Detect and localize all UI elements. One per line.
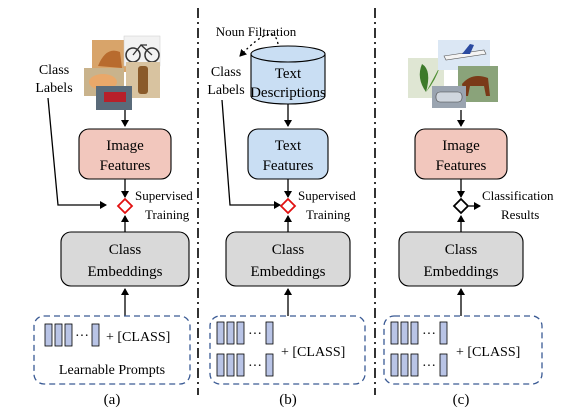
prompt-ellipsis: ··· (248, 327, 262, 342)
prompt-token (236, 321, 245, 345)
class-embeddings-c-line1: Class (445, 242, 478, 258)
class-labels-arrow (47, 97, 107, 209)
class-embeddings-b-line1: Class (272, 242, 305, 258)
prompt-token (64, 323, 73, 347)
prompt-container-a (33, 315, 191, 385)
learnable-prompts-label: Learnable Prompts (59, 363, 165, 378)
prompt-token (400, 321, 409, 345)
text-descriptions-db (250, 45, 326, 105)
image-collage-c (408, 40, 498, 108)
class-embeddings-c-line2: Embeddings (424, 264, 499, 280)
supervised-label-b: Supervised (298, 188, 356, 203)
prompt-token (226, 353, 235, 377)
prompt-token (236, 353, 245, 377)
noun-filtration-label: Noun Filtration (216, 24, 297, 39)
prompt-tokens-c-row1: ··· (390, 321, 448, 345)
prompt-token (54, 323, 63, 347)
prompt-token (390, 321, 399, 345)
prompt-token (44, 323, 53, 347)
class-embeddings-box-b (225, 231, 351, 287)
supervised-label: Supervised (135, 188, 193, 203)
prompt-tokens-c-row2: ··· (390, 353, 448, 377)
prompt-token (226, 321, 235, 345)
prompt-token (216, 353, 225, 377)
prompt-token (91, 323, 100, 347)
class-embeddings-box-c (398, 231, 524, 287)
training-label-b: Training (306, 207, 351, 222)
class-labels-b-line2: Labels (207, 83, 244, 98)
prompt-class-label-a: + [CLASS] (106, 330, 170, 345)
panel-a: Class Labels Image Features Supervised T… (33, 35, 193, 408)
image-features-c-line1: Image (442, 138, 480, 154)
class-embeddings-b-line2: Embeddings (251, 264, 326, 280)
prompt-ellipsis: ··· (422, 327, 436, 342)
panel-c: Image Features Classification Results Cl… (383, 40, 554, 408)
prompt-token (439, 321, 448, 345)
prompt-token (265, 321, 274, 345)
prompt-ellipsis: ··· (75, 329, 89, 344)
class-embeddings-line1: Class (109, 242, 142, 258)
text-descriptions-line2: Descriptions (250, 85, 326, 101)
prompt-token (390, 353, 399, 377)
text-descriptions-line1: Text (275, 66, 302, 82)
text-features-line1: Text (275, 138, 302, 154)
prompt-tokens-b-row1: ··· (216, 321, 274, 345)
class-embeddings-box (60, 231, 190, 287)
prompt-tokens-b-row2: ··· (216, 353, 274, 377)
training-label: Training (145, 207, 190, 222)
prompt-ellipsis: ··· (422, 359, 436, 374)
prompt-container-b (209, 315, 366, 385)
caption-b: (b) (279, 392, 297, 408)
prompt-ellipsis: ··· (248, 359, 262, 374)
prompt-token (400, 353, 409, 377)
caption-a: (a) (104, 392, 121, 408)
image-features-line1: Image (106, 138, 144, 154)
image-collage-a (84, 35, 161, 110)
classification-diamond (452, 197, 470, 215)
prompt-token (410, 353, 419, 377)
class-labels-line1: Class (39, 63, 69, 78)
prompt-class-label-b: + [CLASS] (281, 345, 345, 360)
class-labels-b-arrow (221, 99, 281, 209)
results-label: Results (501, 207, 539, 222)
classification-label: Classification (482, 188, 554, 203)
prompt-container-c (383, 315, 543, 385)
prompt-tokens-a: ··· (44, 323, 100, 347)
class-labels-b-line1: Class (211, 65, 241, 80)
text-features-line2: Features (263, 158, 314, 174)
panel-b: Noun Filtration Class Labels Text Descri… (207, 24, 366, 408)
prompt-token (410, 321, 419, 345)
supervised-diamond (116, 197, 134, 215)
prompt-token (216, 321, 225, 345)
class-embeddings-line2: Embeddings (88, 264, 163, 280)
class-labels-line2: Labels (35, 81, 72, 96)
prompt-class-label-c: + [CLASS] (456, 345, 520, 360)
caption-c: (c) (453, 392, 470, 408)
image-features-line2: Features (100, 158, 151, 174)
prompt-token (265, 353, 274, 377)
prompt-token (439, 353, 448, 377)
supervised-diamond-b (279, 197, 297, 215)
image-features-c-line2: Features (436, 158, 487, 174)
